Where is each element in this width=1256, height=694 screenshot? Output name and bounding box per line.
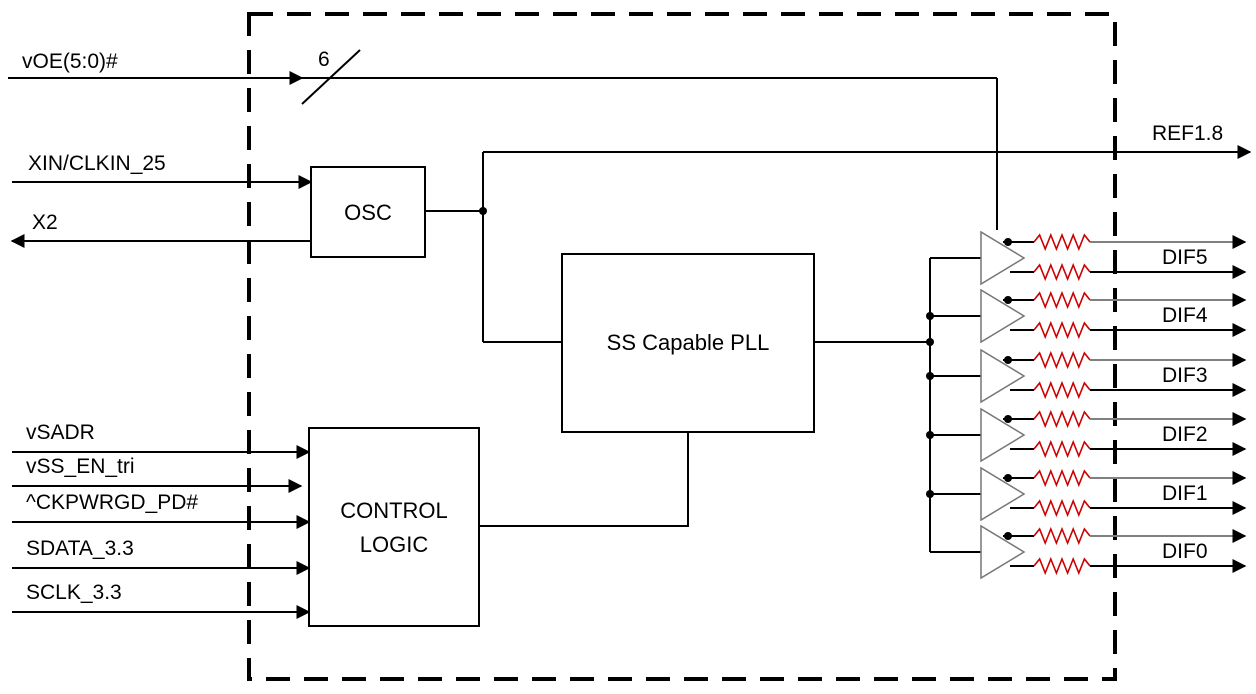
vss-en-label: vSS_EN_tri	[26, 455, 135, 478]
vsadr-label: vSADR	[26, 421, 95, 444]
output-junction	[1004, 356, 1012, 364]
output-buffer	[980, 288, 1026, 344]
output-junction	[1004, 532, 1012, 540]
output-junction	[1004, 238, 1012, 246]
pll-label: SS Capable PLL	[607, 330, 770, 355]
output-buffer	[980, 524, 1026, 580]
output-junction	[1004, 474, 1012, 482]
output-junction	[1004, 296, 1012, 304]
pll-output-bus	[814, 257, 981, 553]
chip-boundary	[247, 12, 1117, 681]
osc-label: OSC	[344, 200, 392, 225]
dif-output-label: DIF1	[1162, 482, 1208, 505]
series-resistor	[1033, 468, 1091, 488]
series-resistor	[1033, 556, 1091, 576]
dif-output-label: DIF0	[1162, 540, 1208, 563]
control-to-pll-wire	[479, 432, 689, 527]
series-resistor	[1033, 232, 1091, 252]
osc-output-wires	[425, 145, 1252, 343]
series-resistor	[1033, 262, 1091, 282]
series-resistor	[1033, 498, 1091, 518]
voe-label: vOE(5:0)#	[22, 50, 118, 73]
dif-output-label: DIF4	[1162, 304, 1208, 327]
output-buffer	[980, 348, 1026, 404]
xin-label: XIN/CLKIN_25	[28, 152, 166, 175]
series-resistor	[1033, 409, 1091, 429]
pll-block	[561, 253, 815, 433]
dif-output-label: DIF2	[1162, 423, 1208, 446]
sdata-label: SDATA_3.3	[26, 537, 134, 560]
ckpwrgd-label: ^CKPWRGD_PD#	[26, 491, 198, 514]
series-resistor	[1033, 439, 1091, 459]
output-junction	[1004, 415, 1012, 423]
control-logic-block	[308, 427, 480, 627]
bus-width-label: 6	[318, 48, 330, 71]
series-resistor	[1033, 350, 1091, 370]
dif-output-label: DIF5	[1162, 246, 1208, 269]
dif-output-label: DIF3	[1162, 364, 1208, 387]
voe-bus	[8, 49, 998, 230]
series-resistor	[1033, 320, 1091, 340]
control-label-line1: CONTROL	[340, 498, 448, 523]
control-input-wires	[12, 445, 311, 619]
control-label-line2: LOGIC	[360, 532, 429, 557]
sclk-label: SCLK_3.3	[26, 581, 122, 604]
series-resistor	[1033, 380, 1091, 400]
x2-label: X2	[32, 211, 58, 234]
series-resistor	[1033, 290, 1091, 310]
output-buffer	[980, 466, 1026, 522]
ref-output-label: REF1.8	[1152, 122, 1223, 145]
output-buffer	[980, 230, 1026, 286]
series-resistor	[1033, 526, 1091, 546]
output-buffer	[980, 407, 1026, 463]
